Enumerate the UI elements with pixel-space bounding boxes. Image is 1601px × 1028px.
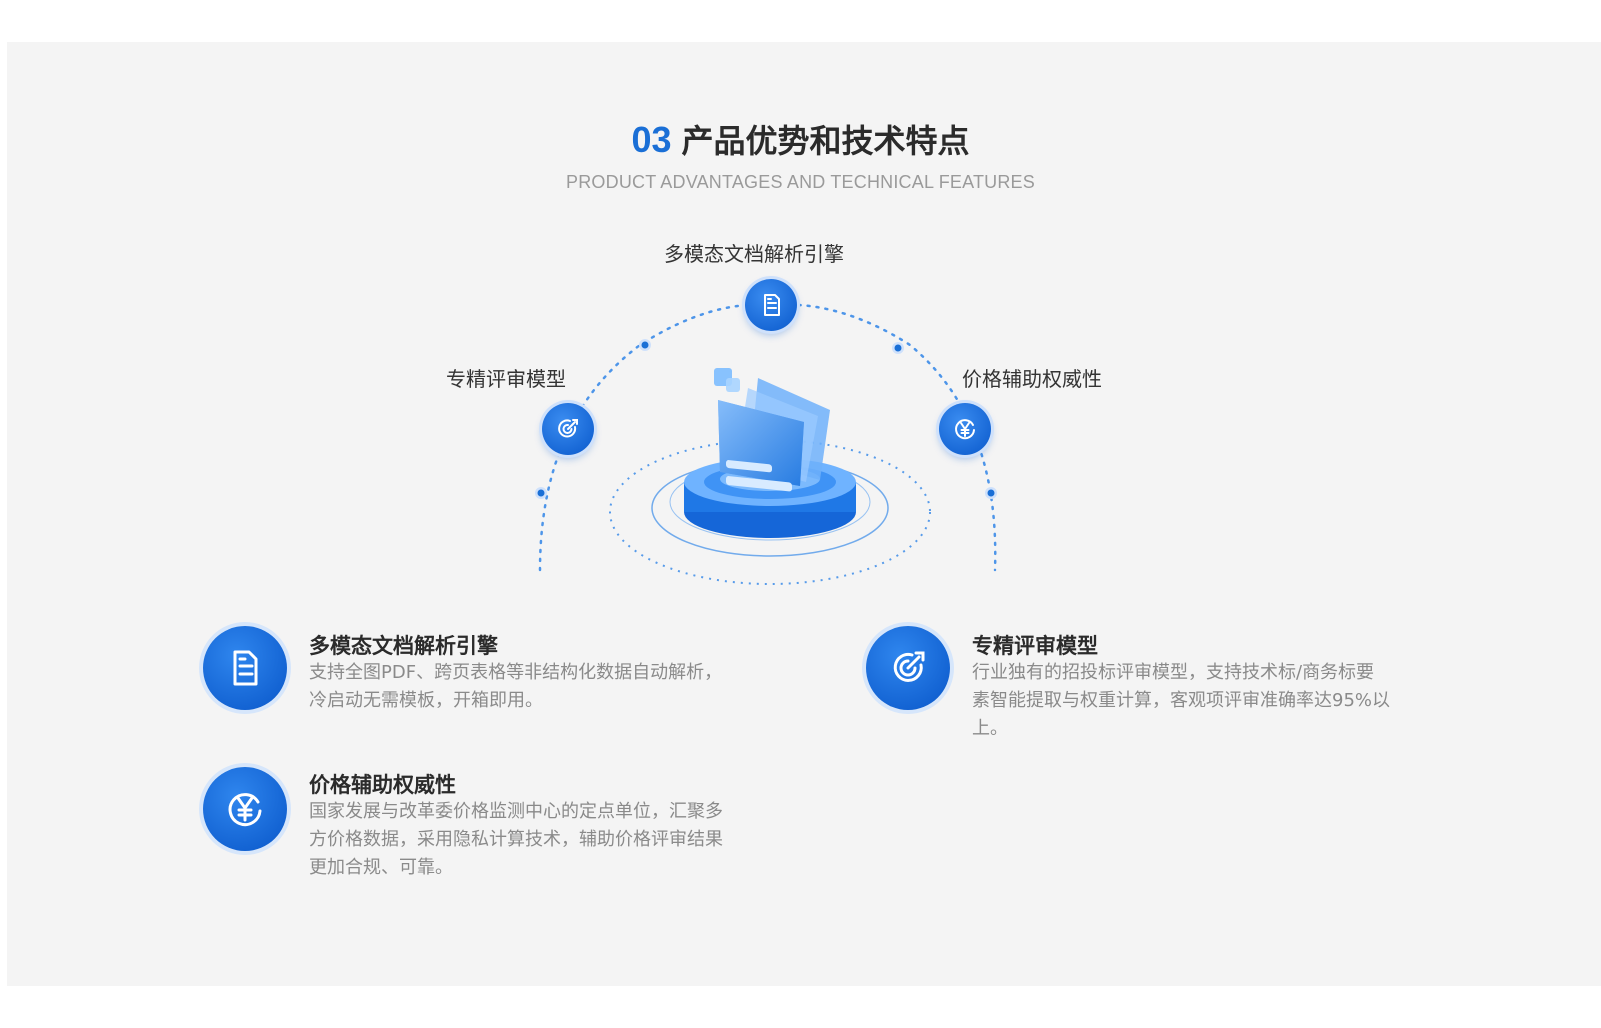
section-subtitle: PRODUCT ADVANTAGES AND TECHNICAL FEATURE… bbox=[566, 172, 1035, 192]
orbit-diagram bbox=[535, 303, 997, 585]
feature-desc-1: 支持全图PDF、跨页表格等非结构化数据自动解析，冷启动无需模板，开箱即用。 bbox=[309, 662, 723, 711]
section-number: 03 bbox=[631, 119, 672, 160]
feature-desc-2: 行业独有的招投标评审模型，支持技术标/商务标要素智能提取与权重计算，客观项评审准… bbox=[972, 662, 1391, 739]
feature-target-icon bbox=[866, 626, 950, 710]
orbit-label-top: 多模态文档解析引擎 bbox=[664, 242, 844, 266]
feature-desc-3: 国家发展与改革委价格监测中心的定点单位，汇聚多方价格数据，采用隐私计算技术，辅助… bbox=[309, 801, 723, 878]
feature-title-2: 专精评审模型 bbox=[972, 634, 1098, 658]
orbit-target-icon bbox=[542, 403, 594, 455]
orbit-yen-icon bbox=[939, 403, 991, 455]
folder-illustration bbox=[714, 368, 830, 492]
feature-title-3: 价格辅助权威性 bbox=[309, 773, 456, 797]
feature-yen-icon bbox=[203, 767, 287, 851]
section-title-text: 产品优势和技术特点 bbox=[681, 122, 970, 160]
orbit-document-icon bbox=[745, 279, 797, 331]
outer-ring bbox=[609, 439, 931, 585]
feature-document-icon bbox=[203, 626, 287, 710]
feature-title-1: 多模态文档解析引擎 bbox=[309, 634, 498, 658]
orbit-label-left: 专精评审模型 bbox=[446, 367, 566, 391]
orbit-label-right: 价格辅助权威性 bbox=[962, 367, 1102, 391]
